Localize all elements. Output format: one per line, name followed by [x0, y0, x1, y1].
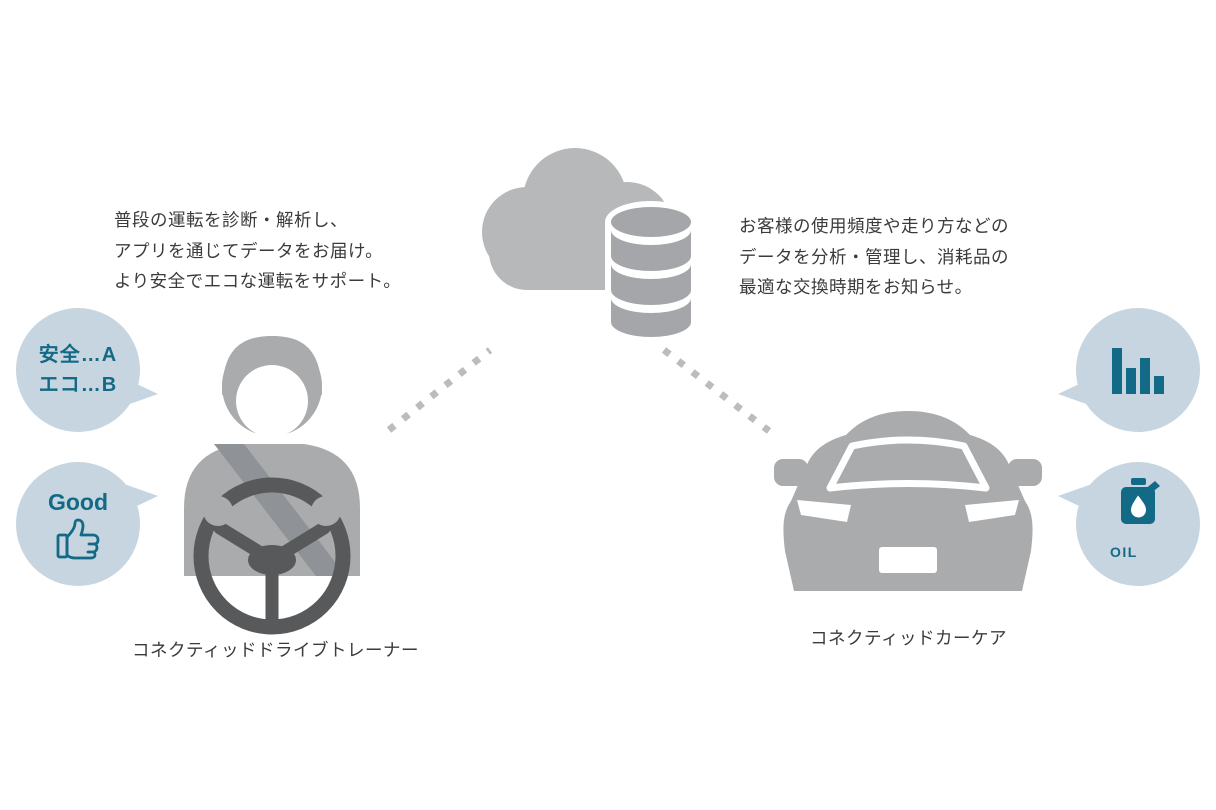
safety-score-text: 安全…A — [38, 344, 118, 366]
headlight-left — [797, 500, 851, 522]
database-icon — [605, 201, 697, 343]
left-description: 普段の運転を診断・解析し、 アプリを通じてデータをお届け。 より安全でエコな運転… — [114, 205, 401, 297]
bubble-tail — [1058, 376, 1096, 406]
oil-change-bubble: OIL — [1058, 462, 1200, 586]
car-icon — [774, 411, 1042, 591]
bar-chart-icon — [1112, 348, 1164, 394]
right-description-line: データを分析・管理し、消耗品の — [739, 246, 1009, 267]
left-caption: コネクティッドドライブトレーナー — [132, 640, 419, 660]
oil-can-icon — [1121, 478, 1160, 524]
bubble-tail — [120, 376, 158, 406]
steering-wheel — [193, 477, 351, 635]
right-description-line: 最適な交換時期をお知らせ。 — [739, 277, 973, 298]
right-caption: コネクティッドカーケア — [810, 628, 1007, 648]
left-description-line: アプリを通じてデータをお届け。 — [114, 240, 384, 261]
usage-chart-bubble — [1058, 308, 1200, 432]
left-description-line: 普段の運転を診断・解析し、 — [114, 210, 348, 230]
headlight-right — [965, 500, 1019, 522]
safety-eco-score-bubble: 安全…A エコ…B — [16, 308, 158, 432]
right-description: お客様の使用頻度や走り方などの データを分析・管理し、消耗品の 最適な交換時期を… — [739, 211, 1009, 303]
license-plate — [879, 547, 937, 573]
driver-figure — [184, 336, 360, 635]
good-label: Good — [47, 488, 109, 515]
seatbelt — [214, 444, 346, 576]
left-description-line: より安全でエコな運転をサポート。 — [114, 271, 402, 292]
windshield — [826, 436, 990, 492]
dotted-connector-right — [661, 347, 772, 434]
eco-score-text: エコ…B — [38, 374, 118, 396]
dotted-connector-left — [386, 347, 493, 433]
bubble-tail — [120, 484, 158, 514]
oil-label: OIL — [1110, 544, 1138, 560]
good-rating-bubble: Good — [16, 462, 158, 586]
thumbs-up-icon — [56, 518, 100, 559]
bubble-tail — [1058, 484, 1096, 514]
right-description-line: お客様の使用頻度や走り方などの — [739, 216, 1009, 236]
